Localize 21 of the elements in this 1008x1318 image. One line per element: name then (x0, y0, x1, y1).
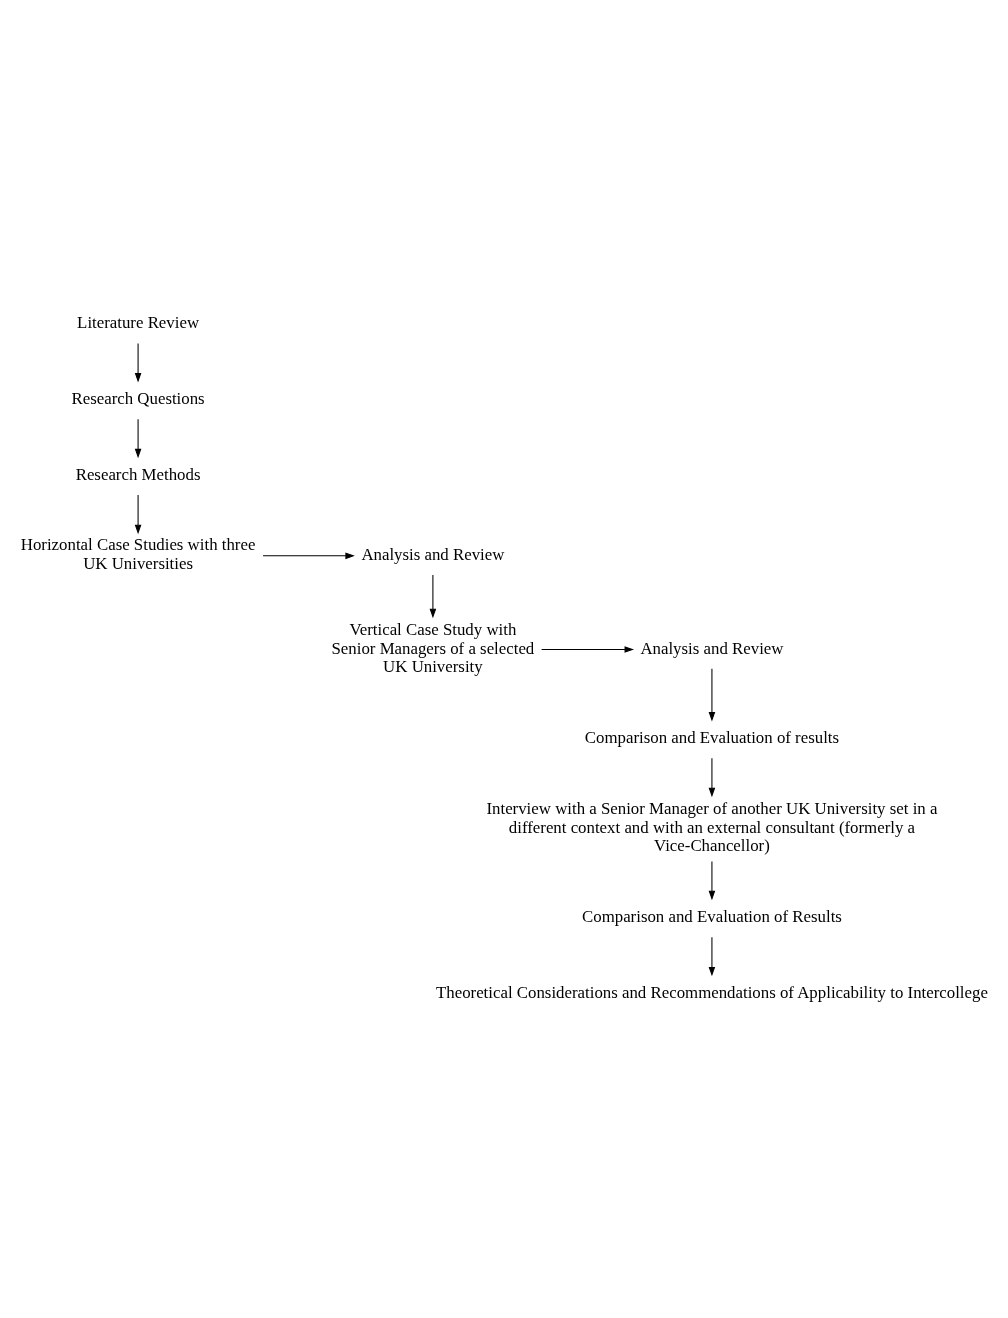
node-text: Theoretical Considerations and Recommendations of Applicability to Intercollege (435, 982, 988, 1002)
arrow (708, 936, 715, 977)
node-text: Analysis and Review (639, 638, 783, 658)
arrow (429, 574, 436, 619)
node-text: Literature Review (76, 313, 199, 333)
arrow (134, 418, 141, 459)
arrow (262, 552, 355, 560)
node-text: Comparison and Evaluation of results (584, 728, 839, 748)
arrow (708, 668, 715, 722)
node-text: Research Questions (70, 388, 205, 408)
arrow (540, 646, 634, 653)
node-text: Horizontal Case Studies with three UK Universities (20, 535, 255, 574)
node-text: Research Methods (75, 464, 200, 484)
node-text: Interview with a Senior Manager of another UK University set in a different context and with an external consultant (formerly a Vice-Chancellor) (485, 798, 937, 856)
arrow (134, 494, 141, 535)
arrow (134, 342, 141, 383)
node-text: Vertical Case Study with Senior Managers of a selected UK University (331, 619, 534, 677)
node-text: Comparison and Evaluation of Results (581, 907, 842, 927)
node-text: Analysis and Review (360, 544, 504, 564)
arrow (708, 861, 715, 901)
arrow (708, 757, 715, 798)
